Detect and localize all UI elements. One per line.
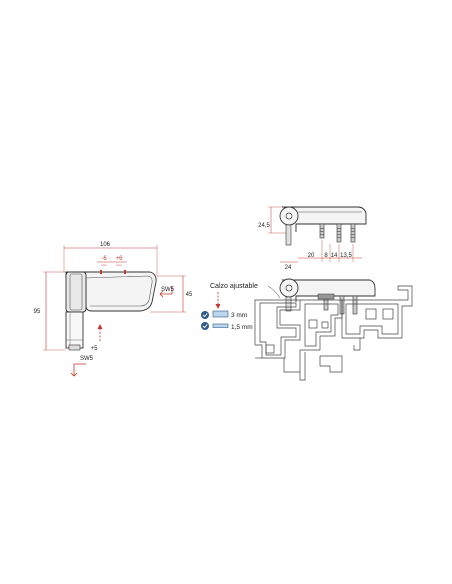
vertical-adjust-label: +5: [91, 346, 99, 352]
sw5-bottom-arrow-icon: [70, 363, 86, 377]
top-dim-1: 20: [308, 253, 315, 259]
hinge-top-view: 24,5 24 20 8 14 13,5: [258, 206, 367, 271]
vertical-adjust-arrow-icon: [97, 324, 103, 341]
hinge-barrel: [65, 271, 87, 313]
shim-1-5mm-label: 1,5 mm: [231, 324, 253, 331]
hinge-pin: [65, 311, 84, 349]
shim-legend: Calzo ajustable 3 mm 1,5 mm: [201, 283, 281, 331]
adjust-plus: +6: [116, 256, 124, 262]
adjust-minus: -6: [101, 256, 107, 262]
sw5-top-label: SW5: [161, 287, 175, 293]
window-profile-section: [254, 278, 413, 381]
hinge-front-view: 106 -6 +6 mm mm 95 45 SW5: [34, 242, 193, 377]
sw5-bottom-label: SW5: [80, 356, 94, 362]
shim-1-5mm-swatch: [212, 323, 229, 328]
sw5-top-arrow-icon: [159, 286, 173, 298]
shim-3mm-label: 3 mm: [231, 312, 247, 319]
screws: [319, 223, 356, 243]
shim-3mm-swatch: [212, 310, 229, 318]
adjust-plus-note: mm: [117, 263, 122, 267]
top-base-dimension: 24: [285, 265, 292, 271]
side-dimension: 45: [186, 292, 193, 298]
check-icon: [201, 322, 209, 330]
height-dimension: 95: [34, 309, 41, 315]
adjust-minus-note: mm: [102, 263, 107, 267]
top-dim-2: 8: [324, 253, 328, 259]
top-height-dimension: 24,5: [258, 223, 270, 229]
shim-title: Calzo ajustable: [210, 283, 258, 290]
width-dimension: 106: [100, 242, 111, 248]
top-dim-3: 14: [331, 253, 338, 259]
top-dim-4: 13,5: [340, 253, 352, 259]
check-icon: [201, 311, 209, 319]
